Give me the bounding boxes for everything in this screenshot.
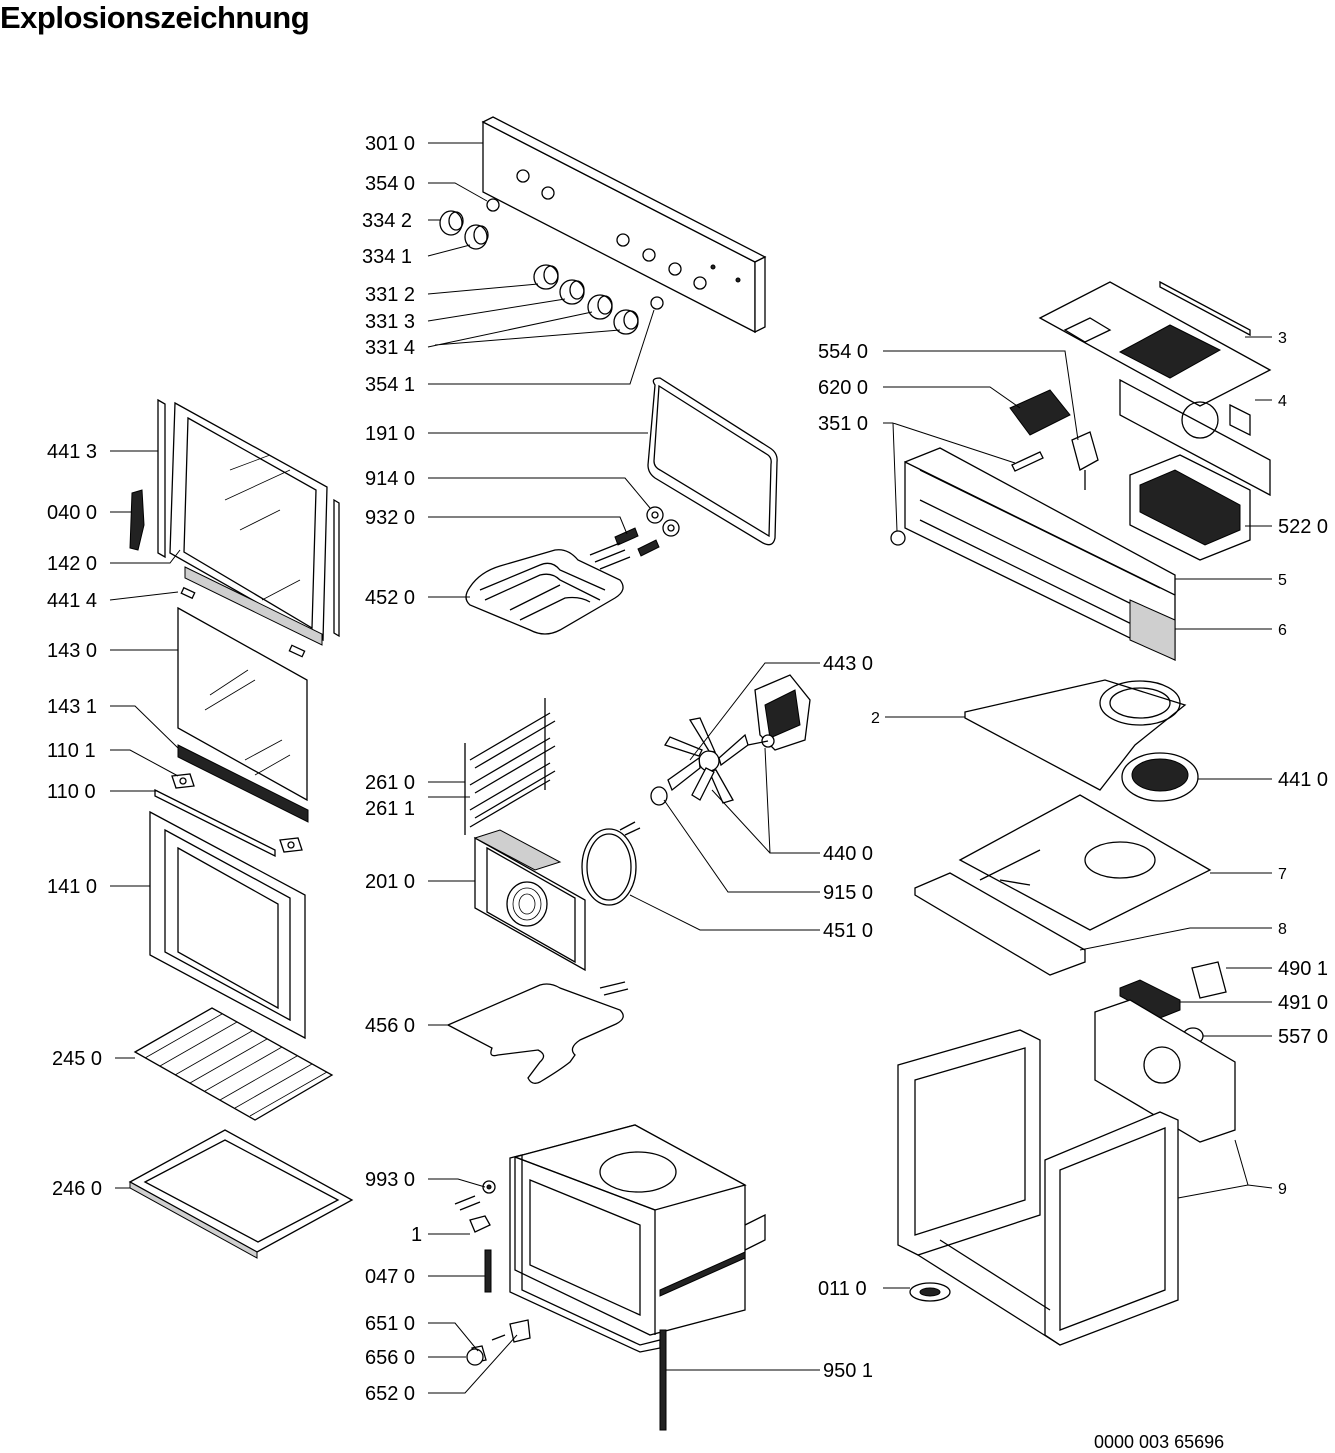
part-label: 142 0 [47,553,97,575]
part-label: 950 1 [823,1360,873,1382]
cooling-fan-part [1121,752,1199,802]
lamp-socket-parts [614,506,680,557]
door-frame-part [129,398,340,658]
part-label: 246 0 [52,1178,102,1200]
glass-panel-part [177,606,309,823]
housing-sidewalls-part [897,999,1236,1346]
switch-components-parts [890,389,1099,546]
oven-cavity-part [509,1124,766,1353]
part-label: 3 [1278,330,1287,347]
part-label: 351 0 [818,413,868,435]
upper-baffle-plate-part [964,679,1187,791]
part-label: 620 0 [818,377,868,399]
part-label: 652 0 [365,1383,415,1405]
part-label: 441 4 [47,590,97,612]
top-cover-assembly-part [1038,280,1272,497]
part-label: 110 0 [47,781,96,803]
side-rack-parts [464,698,556,835]
part-label: 915 0 [823,882,873,904]
part-label: 245 0 [52,1048,102,1070]
part-label: 143 0 [47,640,97,662]
part-label: 441 3 [47,441,97,463]
part-label: 651 0 [365,1313,415,1335]
part-label: 201 0 [365,871,415,893]
part-label: 932 0 [365,507,415,529]
part-label: 6 [1278,622,1287,639]
seal-strip-part [659,1329,667,1431]
outer-door-part [149,810,306,1040]
door-seal-part [647,377,778,546]
bottom-heating-element-part [446,981,629,1084]
part-label: 354 1 [365,374,415,396]
lower-baffle-plates-part [914,794,1212,976]
document-number: 0000 003 65696 [1094,1432,1225,1452]
part-label: 656 0 [365,1347,415,1369]
part-label: 047 0 [365,1266,415,1288]
part-label: 522 0 [1278,516,1328,538]
ring-heating-element-part [581,821,641,906]
hinge-parts [154,773,303,858]
part-label: 301 0 [365,133,415,155]
front-frame-part [904,447,1176,662]
part-label: 7 [1278,866,1287,883]
part-label: 334 2 [362,210,412,232]
baking-tray-part [128,1129,354,1259]
part-label: 011 0 [818,1278,867,1300]
fan-motor-part [747,674,811,751]
part-label: 914 0 [365,468,415,490]
part-label: 440 0 [823,843,873,865]
part-label: 331 3 [365,311,415,333]
part-label: 443 0 [823,653,873,675]
control-panel-part [481,116,767,334]
wire-rack-part [133,1007,334,1121]
switch-bracket-parts [1119,961,1227,1045]
grill-heating-element-part [465,542,631,635]
part-label: 261 1 [365,798,415,820]
part-label: 191 0 [365,423,415,445]
part-label: 490 1 [1278,958,1328,980]
part-label: 354 0 [365,173,415,195]
part-label: 8 [1278,921,1287,938]
foot-part [909,1282,951,1302]
part-label: 491 0 [1278,992,1328,1014]
part-label: 334 1 [362,246,412,268]
part-label: 5 [1278,572,1287,589]
part-label: 452 0 [365,587,415,609]
part-label: 1 [411,1224,422,1246]
part-label: 110 1 [47,740,96,762]
part-label: 331 4 [365,337,415,359]
fan-blade-part [650,717,749,806]
part-label: 2 [871,710,880,727]
electronics-module-part [1129,454,1251,561]
part-label: 456 0 [365,1015,415,1037]
leader-lines [109,142,1273,1394]
part-label: 993 0 [365,1169,415,1191]
part-label: 441 0 [1278,769,1328,791]
part-label: 040 0 [47,502,97,524]
part-label: 261 0 [365,772,415,794]
knob-parts [439,198,664,335]
part-label: 554 0 [818,341,868,363]
part-label: 141 0 [47,876,97,898]
part-label: 557 0 [1278,1026,1328,1048]
rear-fan-cover-part [473,829,586,972]
part-number-labels: 301 0 354 0 334 2 334 1 331 2 331 3 331 … [47,133,1328,1405]
diagram-title: Explosionszeichnung [0,0,310,35]
small-hardware-parts [454,1180,531,1366]
part-label: 331 2 [365,284,415,306]
part-label: 4 [1278,393,1287,410]
part-label: 9 [1278,1181,1287,1198]
part-label: 143 1 [47,696,97,718]
part-label: 451 0 [823,920,873,942]
